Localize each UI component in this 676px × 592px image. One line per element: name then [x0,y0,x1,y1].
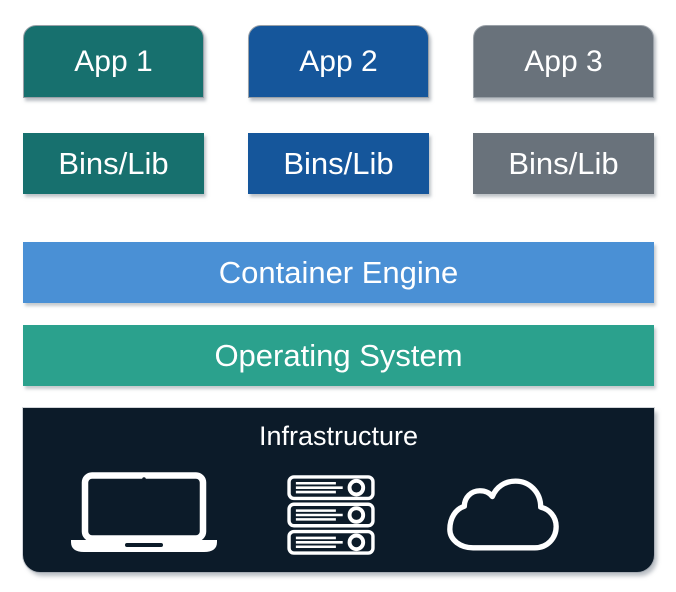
app-box-2-label: App 2 [299,44,378,78]
bins-lib-box-3-label: Bins/Lib [508,145,619,181]
container-engine-layer: Container Engine [23,242,654,303]
operating-system-label: Operating System [214,337,463,373]
bins-lib-box-1-label: Bins/Lib [58,145,169,181]
app-box-2: App 2 [248,25,429,98]
operating-system-layer: Operating System [23,325,654,386]
app-box-3: App 3 [473,25,654,98]
bins-lib-box-3: Bins/Lib [473,133,654,194]
app-box-3-label: App 3 [524,44,603,78]
cloud-icon [445,470,561,556]
bins-lib-box-1: Bins/Lib [23,133,204,194]
app-box-1-label: App 1 [74,44,153,78]
bins-lib-box-2-label: Bins/Lib [283,145,394,181]
infrastructure-layer: Infrastructure [23,408,654,572]
app-box-1: App 1 [23,25,204,98]
infrastructure-label: Infrastructure [258,421,419,451]
server-rack-icon [287,475,375,555]
container-engine-label: Container Engine [218,254,459,290]
laptop-icon [69,472,219,554]
bins-lib-box-2: Bins/Lib [248,133,429,194]
